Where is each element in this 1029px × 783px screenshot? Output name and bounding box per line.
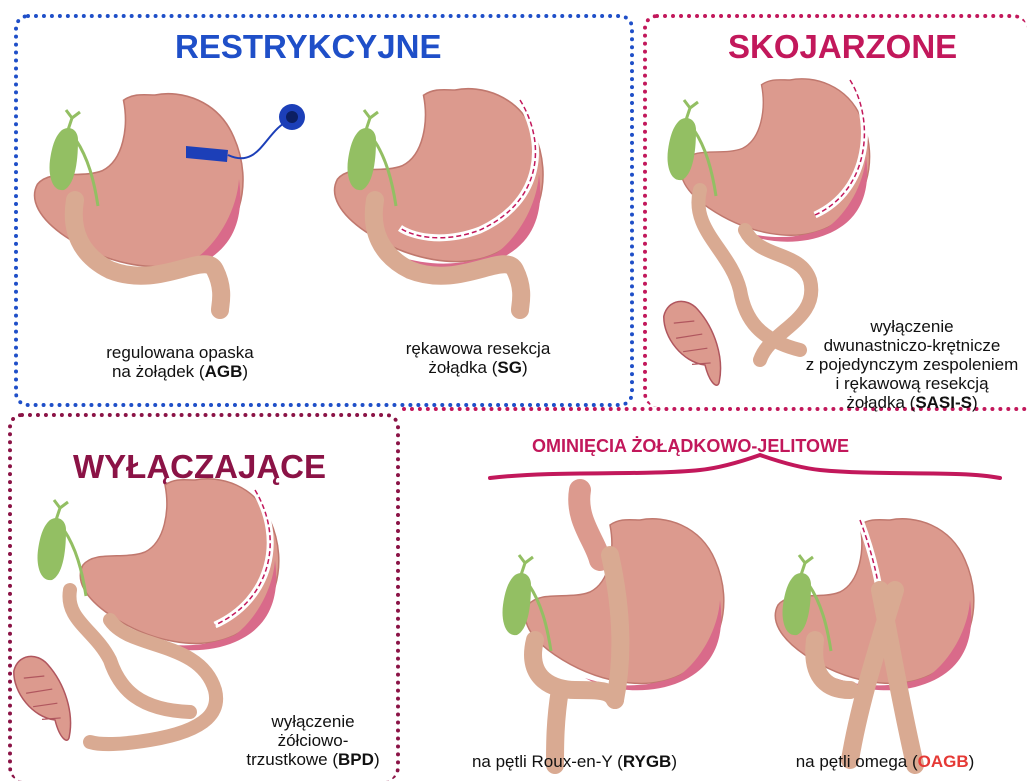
sasis-caption-line5: żołądka (SASI-S)	[795, 393, 1029, 412]
agb-abbr: AGB	[205, 362, 243, 381]
sasis-caption-line3: z pojedynczym zespoleniem	[795, 355, 1029, 374]
sasis-abbr: SASI-S	[915, 393, 972, 412]
oagb-caption: na pętli omega (OAGB)	[760, 752, 1010, 771]
bpd-caption-line2: żółciowo-	[228, 731, 398, 750]
oagb-caption-line1: na pętli omega (OAGB)	[760, 752, 1010, 771]
rygb-caption: na pętli Roux-en-Y (RYGB)	[432, 752, 717, 771]
sasis-caption-line1: wyłączenie	[795, 317, 1029, 336]
bpd-caption: wyłączenie żółciowo- trzustkowe (BPD)	[228, 712, 398, 769]
sasis-caption-line2: dwunastniczo-krętnicze	[795, 336, 1029, 355]
sasis-caption-line4: i rękawową resekcją	[795, 374, 1029, 393]
rygb-abbr: RYGB	[623, 752, 672, 771]
bpd-abbr: BPD	[338, 750, 374, 769]
agb-caption-line2: na żołądek (AGB)	[80, 362, 280, 381]
bpd-caption-line3: trzustkowe (BPD)	[228, 750, 398, 769]
bpd-caption-line1: wyłączenie	[228, 712, 398, 731]
sg-caption-line1: rękawowa resekcja	[378, 339, 578, 358]
agb-caption-line1: regulowana opaska	[80, 343, 280, 362]
sasis-caption: wyłączenie dwunastniczo-krętnicze z poje…	[795, 317, 1029, 412]
sg-abbr: SG	[497, 358, 522, 377]
rygb-caption-line1: na pętli Roux-en-Y (RYGB)	[432, 752, 717, 771]
agb-caption: regulowana opaska na żołądek (AGB)	[80, 343, 280, 381]
sg-caption-line2: żołądka (SG)	[378, 358, 578, 377]
oagb-abbr: OAGB	[918, 752, 969, 771]
sg-caption: rękawowa resekcja żołądka (SG)	[378, 339, 578, 377]
